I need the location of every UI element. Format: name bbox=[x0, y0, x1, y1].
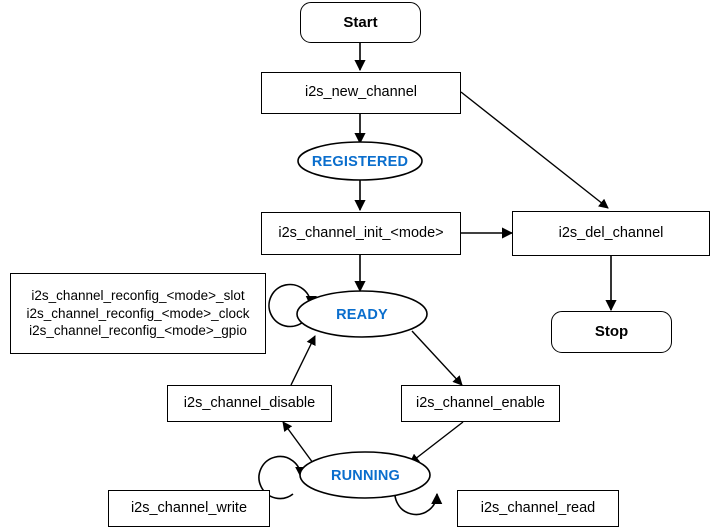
node-i2s-channel-read[interactable]: i2s_channel_read bbox=[457, 490, 619, 527]
edge-running-to-channel-disable bbox=[282, 421, 314, 464]
edge-running-self-loop-left bbox=[258, 455, 307, 500]
node-stop[interactable]: Stop bbox=[551, 311, 672, 353]
node-stop-label: Stop bbox=[594, 323, 629, 341]
state-ready-ellipse[interactable] bbox=[296, 290, 428, 338]
edge-channel-enable-to-running bbox=[409, 421, 464, 464]
node-i2s-del-channel[interactable]: i2s_del_channel bbox=[512, 211, 710, 256]
node-start[interactable]: Start bbox=[300, 2, 421, 43]
edge-ready-self-loop bbox=[268, 283, 317, 328]
reconfig-line-slot: i2s_channel_reconfig_<mode>_slot bbox=[31, 287, 245, 303]
state-registered-ellipse[interactable] bbox=[297, 141, 423, 181]
node-i2s-channel-write-label: i2s_channel_write bbox=[130, 499, 248, 516]
edge-ready-to-channel-enable bbox=[411, 330, 463, 386]
edge-channel-disable-to-ready bbox=[290, 335, 316, 386]
node-reconfig-note-lines: i2s_channel_reconfig_<mode>_slot i2s_cha… bbox=[27, 287, 250, 340]
node-i2s-new-channel[interactable]: i2s_new_channel bbox=[261, 72, 461, 114]
node-i2s-channel-enable-label: i2s_channel_enable bbox=[416, 394, 545, 411]
node-i2s-channel-disable-label: i2s_channel_disable bbox=[183, 394, 316, 411]
node-i2s-channel-read-label: i2s_channel_read bbox=[480, 499, 596, 516]
node-i2s-channel-init[interactable]: i2s_channel_init_<mode> bbox=[261, 212, 461, 255]
node-start-label: Start bbox=[343, 13, 378, 31]
reconfig-line-clock: i2s_channel_reconfig_<mode>_clock bbox=[26, 305, 250, 321]
node-i2s-channel-enable[interactable]: i2s_channel_enable bbox=[401, 385, 560, 422]
node-i2s-channel-init-label: i2s_channel_init_<mode> bbox=[278, 224, 444, 241]
node-reconfig-note[interactable]: i2s_channel_reconfig_<mode>_slot i2s_cha… bbox=[10, 273, 266, 354]
state-running-ellipse[interactable] bbox=[299, 451, 431, 499]
node-i2s-channel-disable[interactable]: i2s_channel_disable bbox=[167, 385, 332, 422]
node-i2s-del-channel-label: i2s_del_channel bbox=[558, 224, 664, 241]
node-i2s-new-channel-label: i2s_new_channel bbox=[304, 84, 418, 101]
reconfig-line-gpio: i2s_channel_reconfig_<mode>_gpio bbox=[29, 323, 247, 339]
edge-new-channel-to-del-channel bbox=[460, 91, 609, 209]
node-i2s-channel-write[interactable]: i2s_channel_write bbox=[108, 490, 270, 527]
